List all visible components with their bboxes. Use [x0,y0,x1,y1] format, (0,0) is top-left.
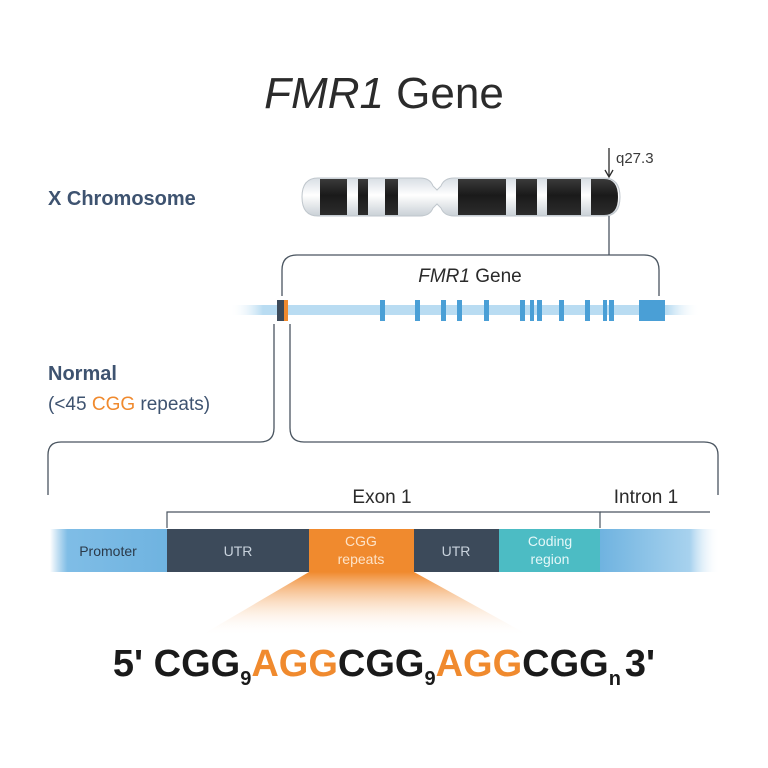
gene-bar [230,300,700,321]
title-gene-symbol: FMR1 [264,69,384,118]
exon-label: Exon 1 [352,487,411,508]
seq-part-4: AGG [436,643,523,685]
status-detail-suffix: repeats) [135,394,210,415]
seq-subscript-3: n [609,668,621,690]
coding-region-segment [499,529,600,572]
exon-bracket [166,511,601,528]
promoter-segment [50,529,167,572]
exon [520,300,525,321]
zoom-bracket-left [47,324,275,495]
exon [415,300,420,321]
exon [609,300,614,321]
intron-label: Intron 1 [614,487,678,508]
status-heading: Normal [48,363,117,385]
utr-left-label: UTR [224,543,253,559]
title-rest: Gene [384,69,504,118]
chromosome-band [385,179,398,215]
chromosome-label: X Chromosome [48,188,196,210]
exon [484,300,489,321]
seq-subscript-2: 9 [424,668,435,690]
exon-detail-bar [50,529,720,572]
exon [603,300,607,321]
exon [530,300,534,321]
cgg-label-line1: CGG [345,533,377,549]
seq-part-3: CGG [338,643,425,685]
seq-subscript-1: 9 [240,668,251,690]
gene-bracket [281,254,660,296]
seq-part-1: 5' CGG [113,643,240,685]
exon [559,300,564,321]
intron-segment [600,529,720,572]
status-detail-prefix: (<45 [48,394,92,415]
chromosome-band [358,179,368,215]
chromosome-band [516,179,537,215]
gene-bracket-rest: Gene [470,266,522,287]
band-marker-arrow-icon [604,169,614,179]
seq-part-6: 3' [625,643,655,685]
chromosome-band [458,179,506,215]
cgg-marker [284,300,288,321]
utr-right-label: UTR [442,543,471,559]
exon-1-marker [277,300,284,321]
exon [585,300,590,321]
exon-last [639,300,665,321]
exon [380,300,385,321]
cgg-repeats-segment [309,529,414,572]
promoter-label: Promoter [79,543,137,559]
exon [537,300,542,321]
utr-right-segment [414,529,499,572]
page-title: FMR1 Gene [264,69,504,118]
chromosome-band [591,179,618,215]
seq-part-5: CGG [522,643,609,685]
utr-left-segment [167,529,309,572]
x-chromosome [301,177,621,217]
status-detail: (<45 CGG repeats) [48,394,210,415]
zoom-bracket-right [289,324,719,495]
gene-bracket-label: FMR1 Gene [418,266,522,287]
gene-bracket-symbol: FMR1 [418,266,470,287]
cgg-expansion-fan [200,572,530,636]
seq-part-2: AGG [251,643,338,685]
coding-label-line2: region [531,551,570,567]
exon [457,300,462,321]
band-label: q27.3 [616,150,654,167]
chromosome-band [547,179,581,215]
exon [441,300,446,321]
cgg-label-line2: repeats [338,551,385,567]
status-detail-highlight: CGG [92,394,135,415]
chromosome-band [320,179,347,215]
coding-label-line1: Coding [528,533,572,549]
